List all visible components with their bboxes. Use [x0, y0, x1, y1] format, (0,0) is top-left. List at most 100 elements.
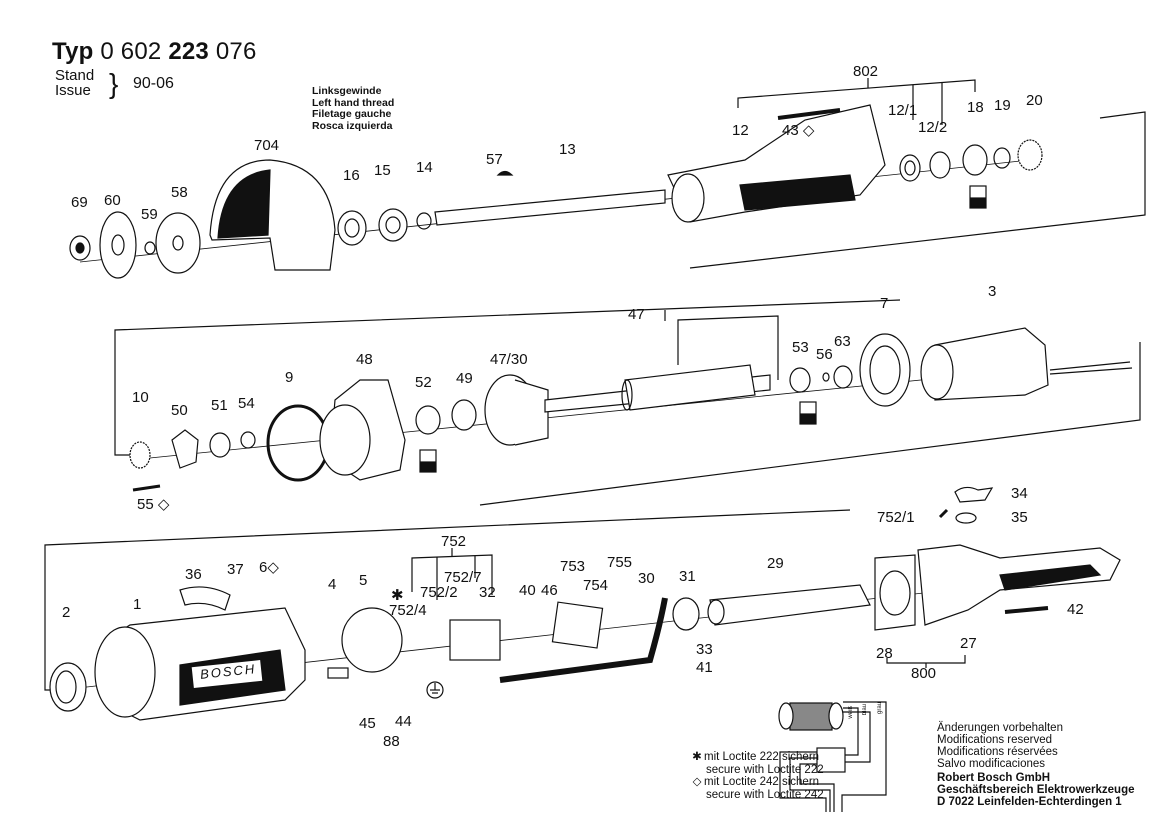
part-label-12-2: 12/2	[918, 119, 948, 136]
part-label-752-4: 752/4	[389, 602, 427, 619]
part-53-bearing	[789, 367, 811, 393]
part-label-60: 60	[104, 192, 121, 209]
part-63-ring	[833, 365, 853, 389]
legend-222-en: secure with Loctite 222	[706, 763, 824, 776]
typ-label: Typ	[52, 38, 94, 65]
part-label-34: 34	[1011, 485, 1028, 502]
part-label-9: 9	[285, 369, 294, 386]
part-label-52: 52	[415, 374, 432, 391]
publisher-notes: Änderungen vorbehalten Modifications res…	[937, 722, 1135, 808]
legend-242-en: secure with Loctite 242	[706, 788, 824, 801]
part-label-27: 27	[960, 635, 977, 652]
part-752-switch	[449, 619, 501, 661]
part-label-29: 29	[767, 555, 784, 572]
part-label-752-1: 752/1	[877, 509, 915, 526]
part-752-1-screw	[938, 508, 949, 519]
part-label-47-30: 47/30	[490, 351, 528, 368]
part-60-disc	[99, 211, 137, 279]
row2-frame-right	[479, 342, 1141, 506]
part-label-12: 12	[732, 122, 749, 139]
stand-label: Stand	[55, 67, 95, 84]
mod-fr: Modifications réservées	[937, 746, 1058, 758]
part-label-37: 37	[227, 561, 244, 578]
part-label-5: 5	[359, 572, 368, 589]
part-label-33: 33	[696, 641, 713, 658]
document-title: Typ 0 602 223 076	[52, 38, 257, 66]
lht-fr: Filetage gauche	[312, 108, 392, 120]
brace-symbol: }	[109, 68, 119, 99]
part-label-55: 55 ◇	[137, 496, 170, 513]
part-label-31: 31	[679, 568, 696, 585]
part-30-cable	[499, 597, 668, 683]
part-5-cap	[341, 607, 403, 673]
part-label-2: 2	[62, 604, 71, 621]
wire-label-white: weiß	[848, 706, 854, 719]
bracket-752	[411, 554, 493, 595]
loctite-242-marker: ◇	[267, 559, 279, 576]
part-50-plate	[171, 429, 199, 469]
issue-block: Stand Issue } 90-06	[55, 67, 174, 98]
part-label-88: 88	[383, 733, 400, 750]
part-28-gasket	[874, 554, 916, 631]
loctite-242-marker: ◇	[157, 496, 170, 513]
part-19-washer	[993, 147, 1011, 169]
part-label-19: 19	[994, 97, 1011, 114]
part-52-bearing	[415, 405, 441, 435]
part-label-802: 802	[853, 63, 879, 80]
part-label-800: 800	[911, 665, 937, 682]
part-label-40: 40	[519, 582, 536, 599]
part-label-752: 752	[441, 533, 467, 550]
part-label-32: 32	[479, 584, 496, 601]
part-label-63: 63	[834, 333, 851, 350]
part-label-47: 47	[628, 306, 645, 323]
part-54-ring	[240, 431, 256, 449]
part-label-30: 30	[638, 570, 655, 587]
part-label-53: 53	[792, 339, 809, 356]
legend-222-de: mit Loctite 222 sichern	[704, 751, 820, 763]
loctite-222-icon: ✱	[692, 751, 702, 763]
part-label-51: 51	[211, 397, 228, 414]
part-label-1: 1	[133, 596, 142, 613]
lht-de: Linksgewinde	[312, 85, 382, 97]
part-label-58: 58	[171, 184, 188, 201]
part-label-13: 13	[559, 141, 576, 158]
part-12-1-ring	[899, 154, 921, 182]
part-15-bearing	[378, 208, 408, 242]
legend-242-de: mit Loctite 242 sichern	[704, 776, 820, 788]
part-label-48: 48	[356, 351, 373, 368]
part-label-46: 46	[541, 582, 558, 599]
part-label-10: 10	[132, 389, 149, 406]
row2-frame	[114, 299, 901, 456]
loctite-legend: ✱mit Loctite 222 sichern secure with Loc…	[690, 751, 824, 801]
part-label-752-2: 752/2	[420, 584, 458, 601]
part-label-7: 7	[880, 295, 889, 312]
part-label-14: 14	[416, 159, 433, 176]
part-label-753: 753	[560, 558, 586, 575]
part-label-15: 15	[374, 162, 391, 179]
brand-plate	[190, 658, 264, 690]
part-20-pinion	[1017, 139, 1043, 171]
part-13-shaft	[434, 189, 666, 226]
loctite-242-icon: ◇	[692, 776, 702, 788]
part-59-washer	[144, 241, 156, 255]
mod-de: Änderungen vorbehalten	[937, 722, 1063, 734]
wire-label-blue: blau	[862, 704, 868, 716]
part-label-18: 18	[967, 99, 984, 116]
part-label-4: 4	[328, 576, 337, 593]
part-49-plate	[451, 399, 477, 431]
part-753-plate	[551, 601, 604, 649]
part-18-bearing	[962, 144, 988, 176]
part-35-washer	[955, 512, 977, 524]
part-label-49: 49	[456, 370, 473, 387]
part-label-6: 6◇	[259, 559, 279, 576]
wire-label-grey: grau	[877, 702, 883, 715]
row1-frame	[689, 111, 1146, 269]
typ-prefix: 0 602	[100, 38, 162, 65]
mod-es: Salvo modificaciones	[937, 758, 1046, 770]
part-58-flange	[155, 212, 201, 274]
typ-suffix: 076	[215, 38, 257, 65]
part-label-56: 56	[816, 346, 833, 363]
part-4-clamp	[327, 667, 349, 679]
company-address: D 7022 Leinfelden-Echterdingen 1	[937, 796, 1122, 808]
wiring-schematic	[778, 701, 887, 812]
